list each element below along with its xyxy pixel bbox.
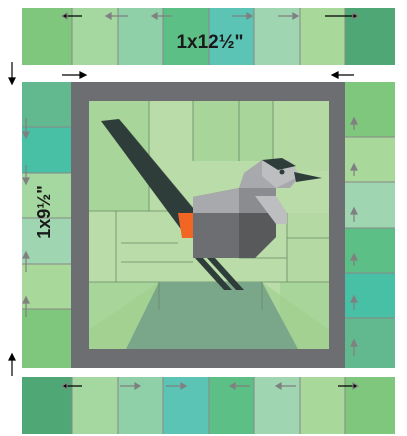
arrow-left-icon: [62, 72, 86, 78]
strip-arrow-left-top: [9, 62, 15, 84]
arrow-right-icon: [332, 72, 354, 78]
bird-block: [89, 101, 329, 349]
left-border-strip: 1x9½": [22, 82, 71, 368]
top-strip-label: 1x12½": [176, 32, 243, 53]
right-border-strip: [345, 82, 395, 368]
top-border-strip: 1x12½": [22, 8, 395, 65]
left-strip-label: 1x9½": [34, 185, 54, 239]
strip-arrow-left-bottom: [9, 354, 15, 376]
bottom-border-strip: [22, 377, 395, 434]
bird-eye: [280, 170, 285, 175]
